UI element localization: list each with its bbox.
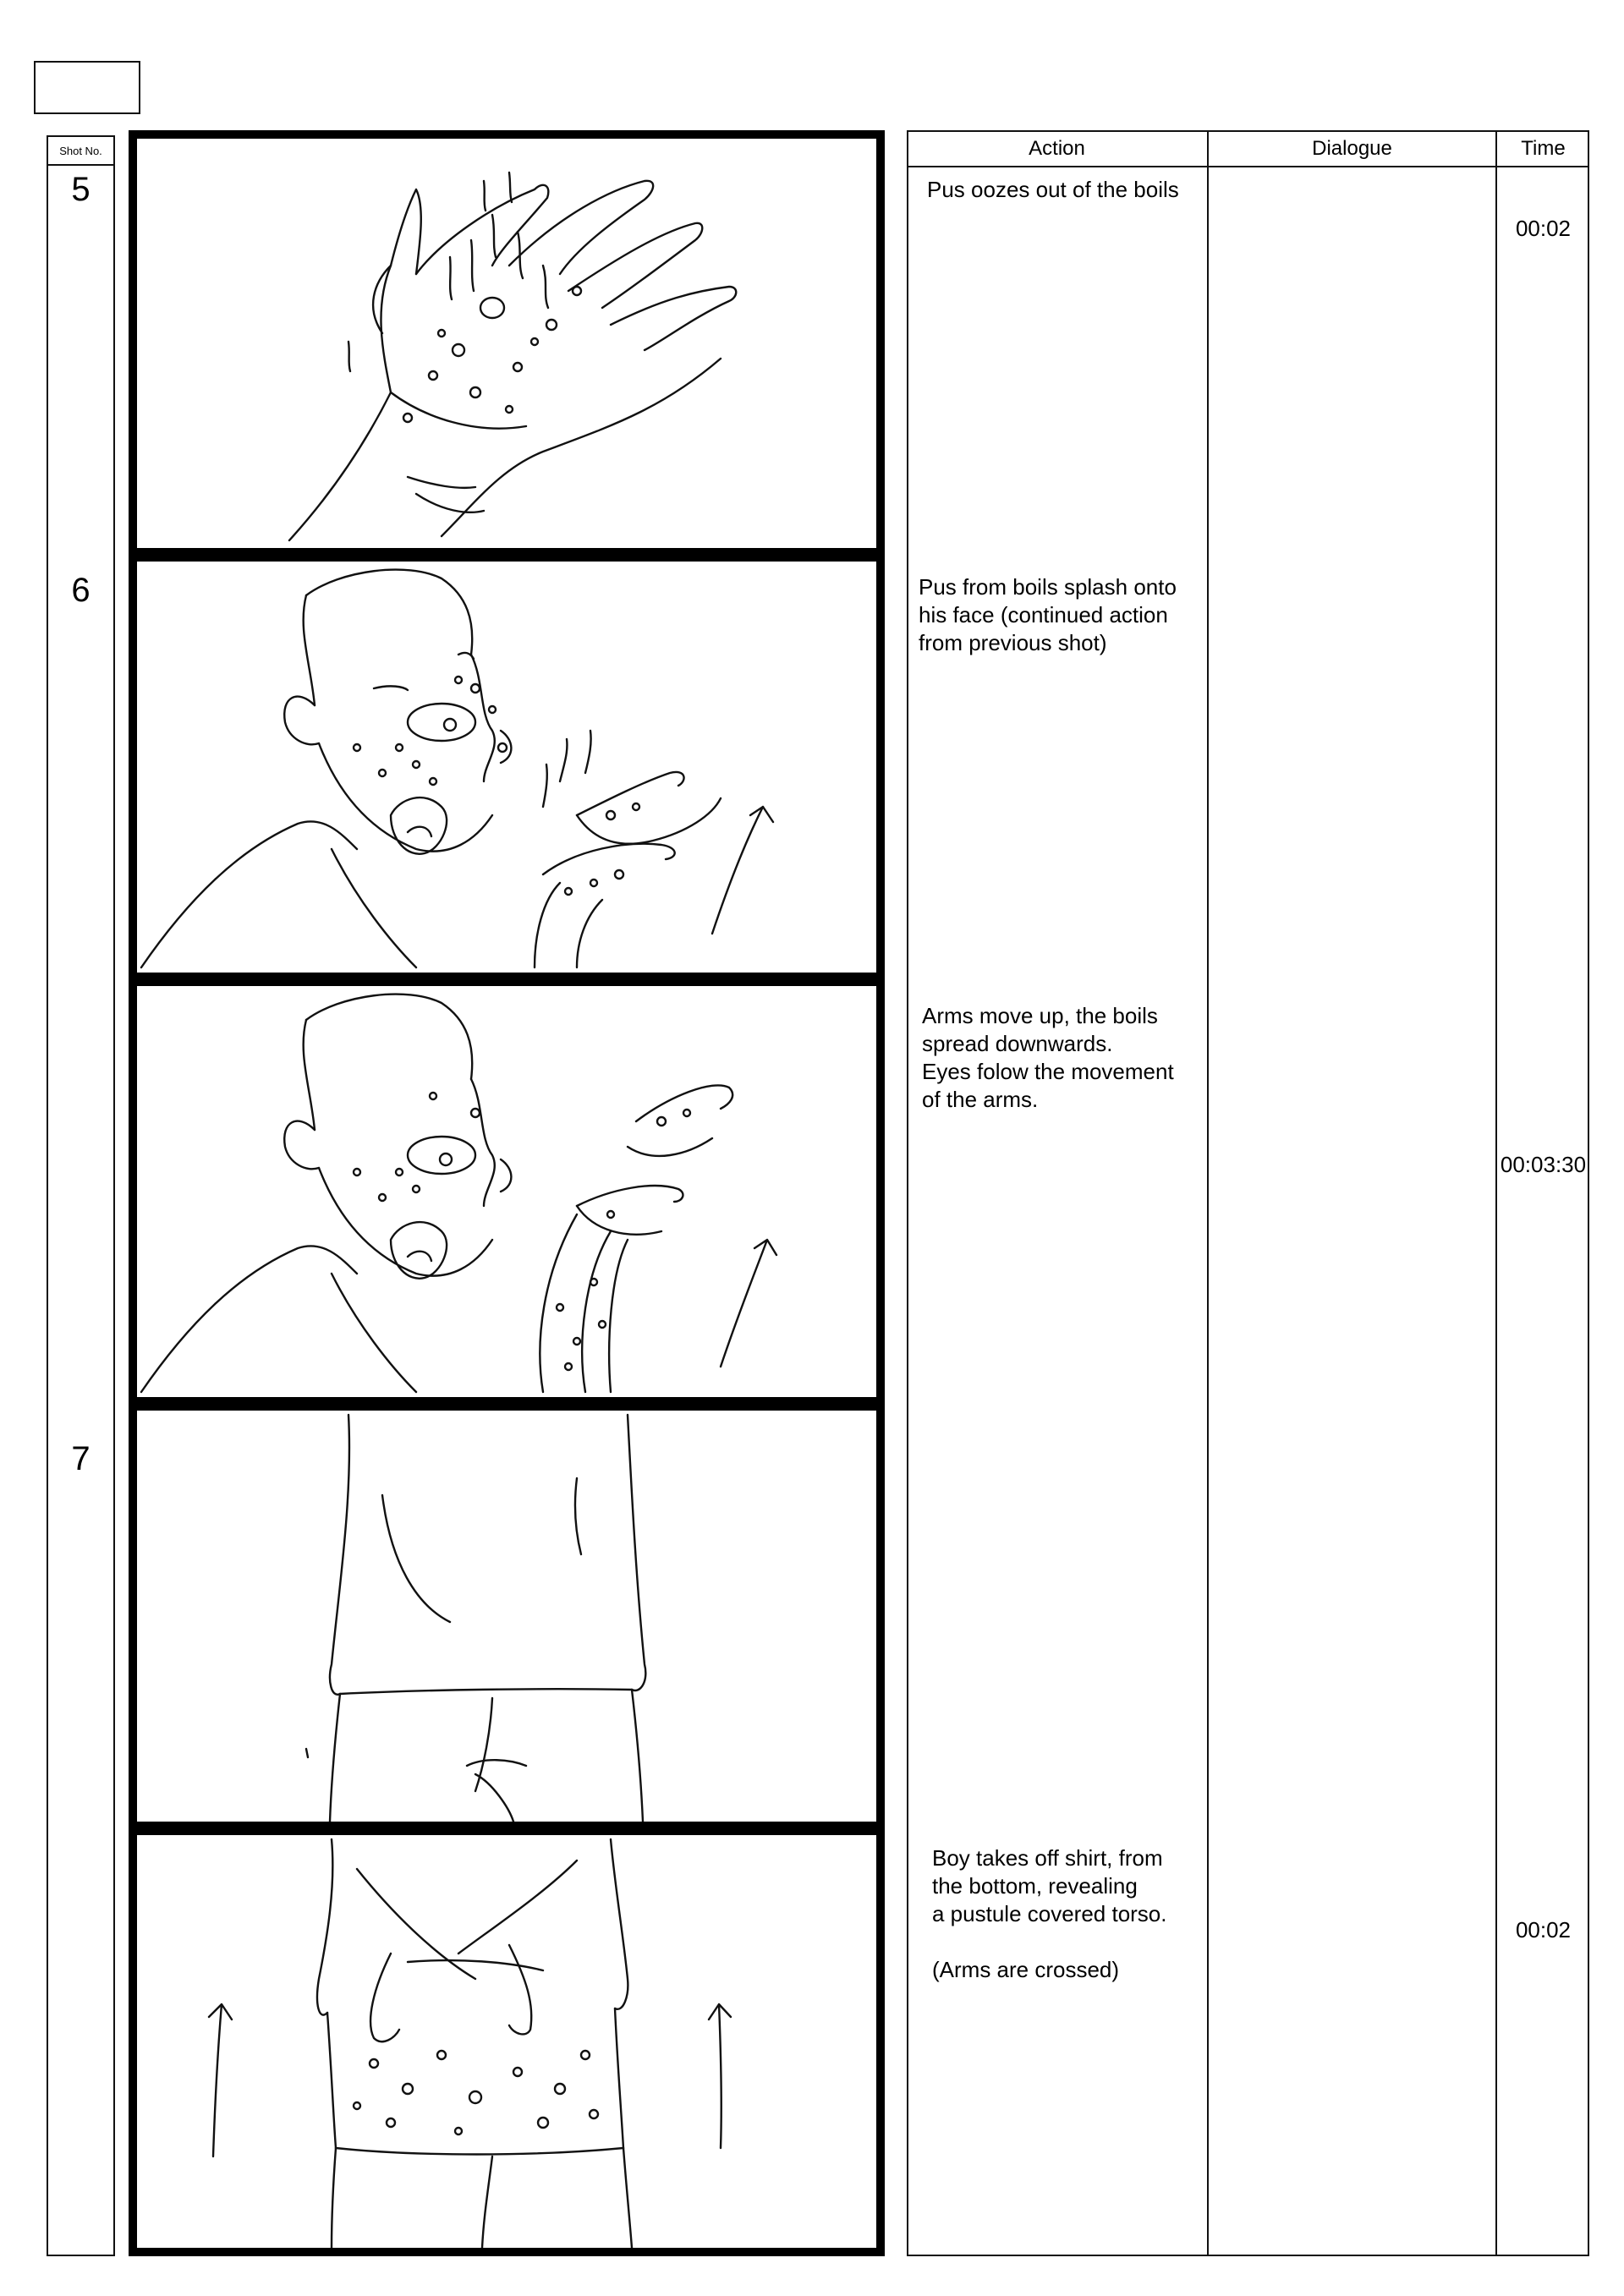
- action-text-shot-6b: Arms move up, the boils spread downwards…: [922, 1003, 1174, 1112]
- storyboard-panel-5: [129, 1827, 885, 2256]
- shot-number-5: 5: [71, 171, 91, 208]
- shot-number-header: Shot No.: [47, 135, 115, 166]
- shot-number-column: [47, 135, 115, 2256]
- shot-number-7: 7: [71, 1440, 91, 1477]
- storyboard-panel-1: [129, 130, 885, 556]
- time-shot-7: 00:02: [1515, 1917, 1572, 1943]
- time-shot-6: 00:03:30: [1500, 1152, 1587, 1177]
- boy-shirt-off-pustules-sketch: [207, 1838, 732, 2248]
- storyboard-panel-2: [129, 553, 885, 981]
- boy-face-pus-splash-sketch: [140, 568, 775, 969]
- action-text-shot-5: Pus oozes out of the boils: [927, 177, 1179, 202]
- table-header-divider: [907, 166, 1589, 167]
- dialogue-column-divider: [1207, 130, 1209, 2256]
- action-text-shot-7: Boy takes off shirt, from the bottom, re…: [932, 1845, 1167, 1982]
- hands-oozing-pus-sketch: [288, 171, 738, 542]
- boy-torso-shirt-sketch: [304, 1413, 647, 1822]
- page-number-box: [34, 61, 140, 114]
- time-column-divider: [1495, 130, 1497, 2256]
- time-header: Time: [1521, 137, 1566, 160]
- action-text-shot-6: Pus from boils splash onto his face (con…: [919, 574, 1177, 655]
- storyboard-panel-4: [129, 1402, 885, 1830]
- boy-arms-moving-up-sketch: [140, 993, 778, 1394]
- action-header: Action: [1029, 137, 1085, 160]
- dialogue-header: Dialogue: [1312, 137, 1392, 160]
- script-table: [907, 130, 1589, 2256]
- storyboard-panel-3: [129, 978, 885, 1406]
- shot-number-6: 6: [71, 572, 91, 609]
- time-shot-5: 00:02: [1515, 216, 1572, 241]
